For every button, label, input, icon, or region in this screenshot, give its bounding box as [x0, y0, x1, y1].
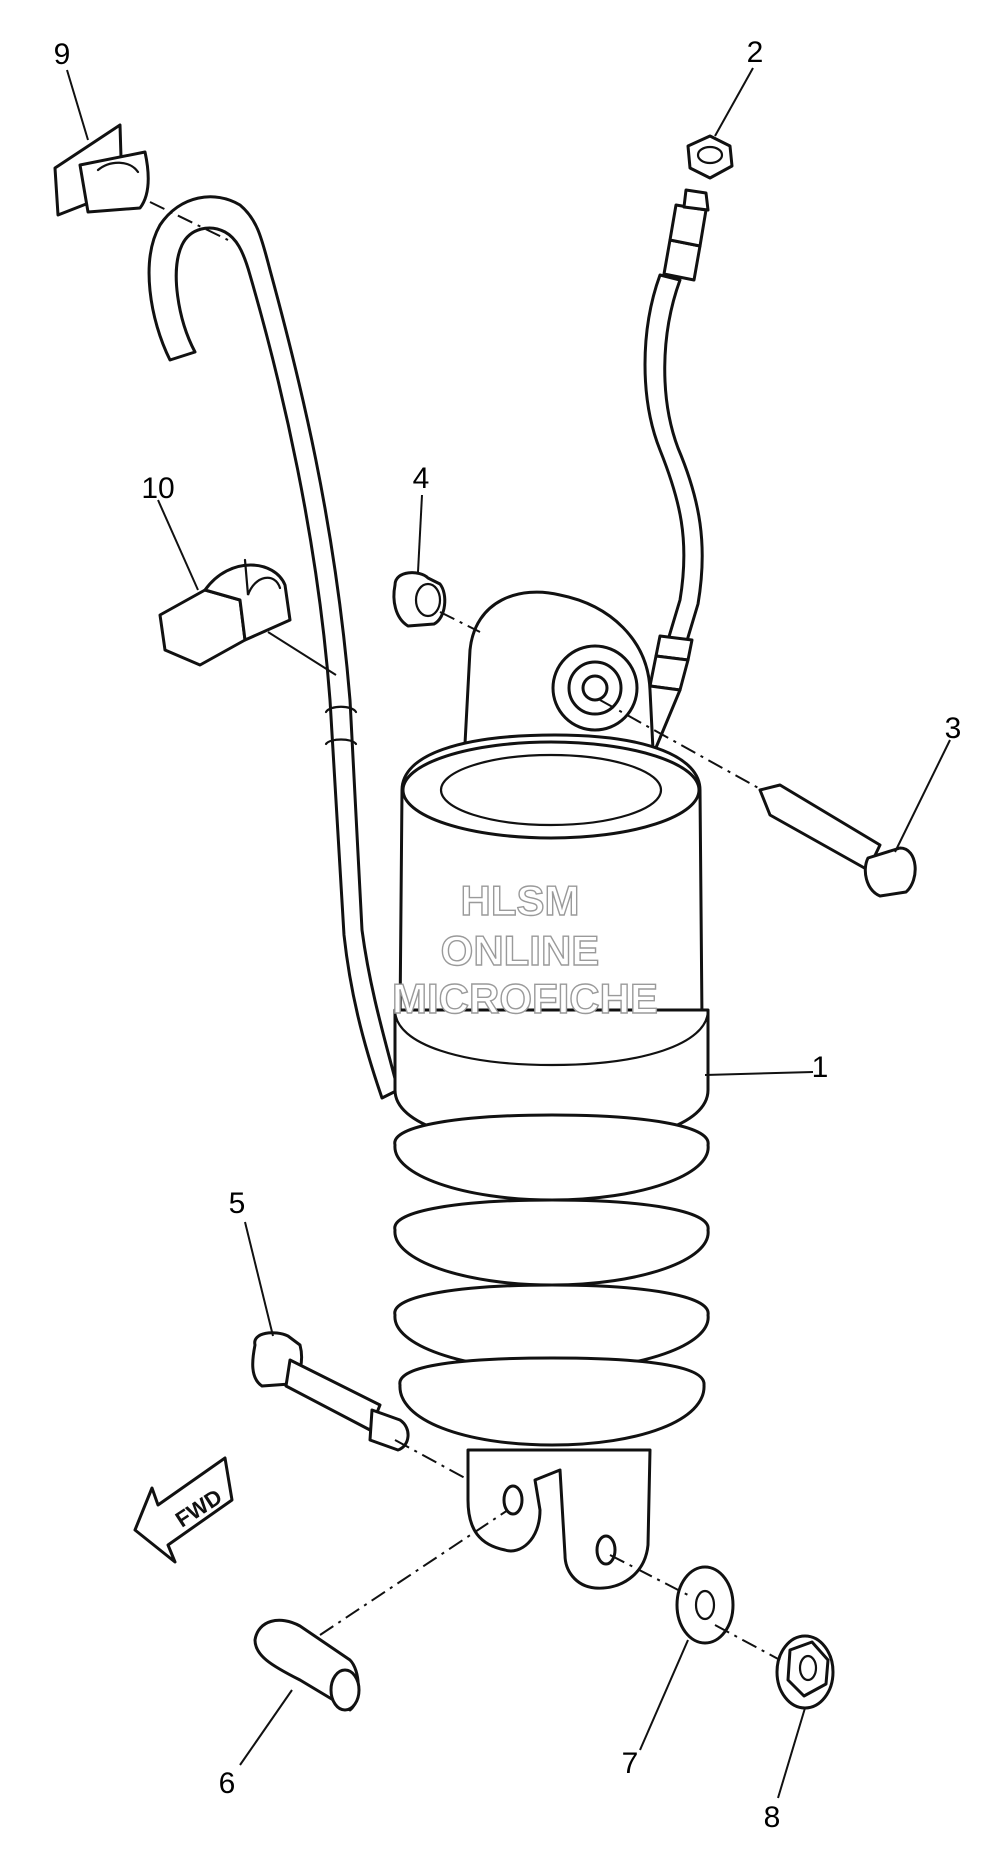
forward-direction-arrow: FWD	[133, 1456, 234, 1564]
clip-9	[53, 123, 150, 217]
callout-1: 1	[812, 1051, 829, 1084]
bolt-5	[251, 1331, 410, 1452]
nut-8	[775, 1634, 835, 1710]
callout-2: 2	[747, 36, 764, 69]
nut-2	[686, 134, 734, 180]
clamp-10	[158, 558, 292, 667]
callout-10: 10	[141, 472, 174, 505]
nut-4	[392, 571, 447, 628]
watermark-line-2: ONLINE	[441, 927, 600, 974]
watermark-line-1: HLSM	[461, 877, 580, 924]
callout-5: 5	[229, 1187, 246, 1220]
bolt-3	[758, 783, 917, 898]
leader-lines	[66, 67, 951, 1799]
shock-absorber	[393, 590, 710, 1590]
callout-8: 8	[764, 1801, 781, 1834]
washer-7	[675, 1565, 735, 1645]
spacer-6	[253, 1618, 361, 1712]
callout-3: 3	[945, 712, 962, 745]
alignment-lines	[149, 201, 781, 1661]
callout-4: 4	[413, 462, 430, 495]
callout-labels: 9 2 3 4 10 1 5 6 7 8	[54, 36, 962, 1834]
watermark: HLSM ONLINE MICROFICHE	[391, 876, 658, 1022]
callout-7: 7	[622, 1747, 639, 1780]
callout-6: 6	[219, 1767, 236, 1800]
watermark-line-3: MICROFICHE	[392, 975, 658, 1022]
callout-9: 9	[54, 38, 71, 71]
